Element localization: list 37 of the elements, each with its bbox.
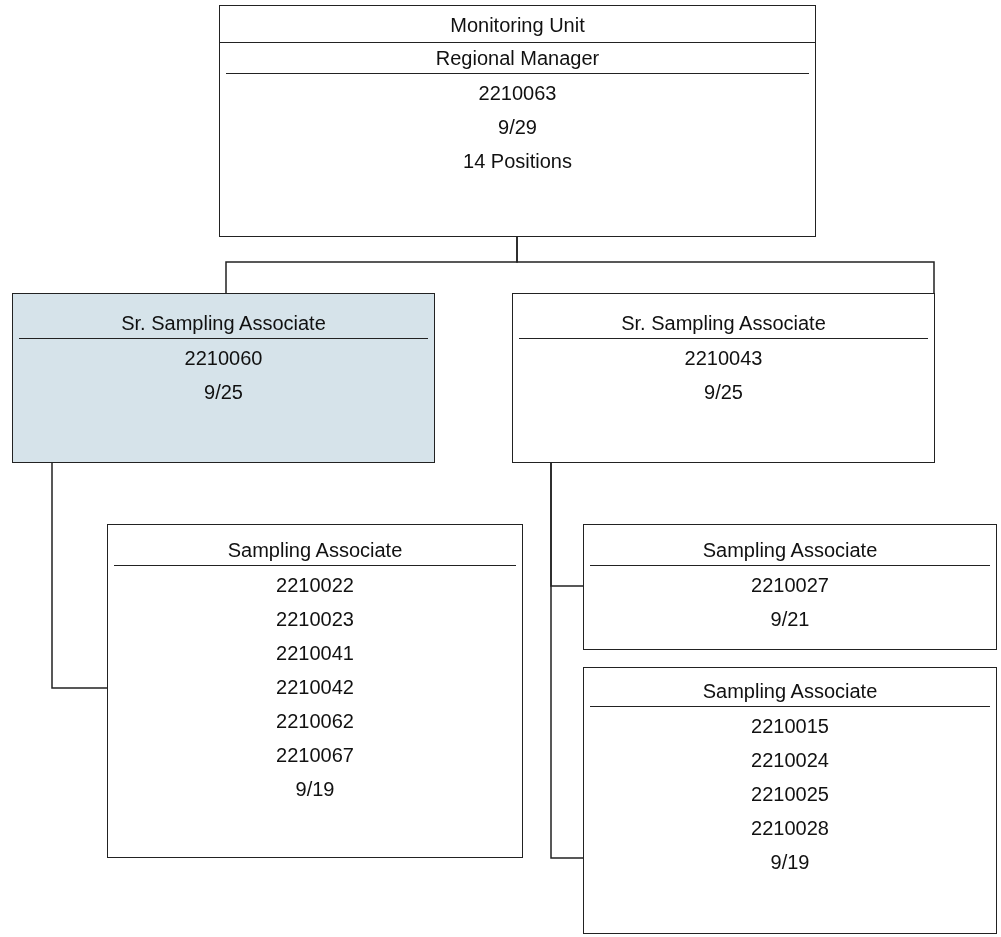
position-heading: Monitoring Unit: [220, 8, 815, 43]
position-heading: Sr. Sampling Associate: [519, 308, 928, 339]
position-box: [107, 524, 523, 858]
position-detail: 2210027: [750, 573, 830, 598]
position-box: [12, 293, 435, 463]
position-detail: 2210023: [275, 607, 355, 632]
position-detail: 9/29: [497, 115, 538, 140]
position-detail: 9/19: [769, 850, 811, 875]
position-detail: 2210062: [275, 709, 355, 734]
position-box: [512, 293, 935, 463]
position-detail: 2210025: [750, 782, 830, 807]
position-detail: 2210063: [477, 81, 558, 106]
position-detail: 2210060: [183, 346, 264, 371]
position-detail: 2210022: [275, 573, 355, 598]
position-detail: 2210041: [275, 641, 355, 666]
position-heading: Sampling Associate: [590, 676, 990, 707]
position-detail: 14 Positions: [462, 149, 573, 174]
connector-line: [51, 462, 108, 689]
position-heading: Sr. Sampling Associate: [19, 308, 428, 339]
position-detail: 2210042: [275, 675, 355, 700]
position-detail: 2210024: [750, 748, 830, 773]
connector-line: [550, 462, 584, 859]
position-box: [219, 5, 816, 237]
connector-line: [516, 236, 935, 294]
position-detail: 9/25: [203, 380, 244, 405]
position-detail: 9/19: [294, 777, 336, 802]
position-detail: 9/21: [769, 607, 811, 632]
position-detail: 9/25: [703, 380, 744, 405]
position-detail: 2210043: [683, 346, 764, 371]
position-detail: 2210015: [750, 714, 830, 739]
position-detail: 2210028: [750, 816, 830, 841]
position-heading: Sampling Associate: [114, 535, 516, 566]
position-heading: Regional Manager: [226, 43, 809, 74]
position-heading: Sampling Associate: [590, 535, 990, 566]
position-box: [583, 667, 997, 934]
position-detail: 2210067: [275, 743, 355, 768]
position-box: [583, 524, 997, 650]
